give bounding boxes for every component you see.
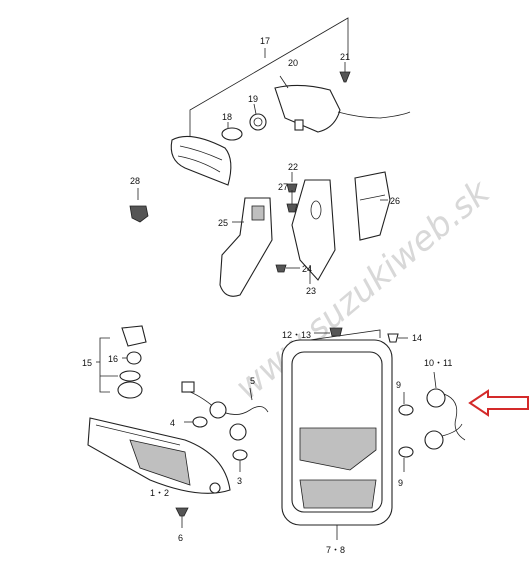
part-15-socket-cap <box>121 325 147 347</box>
part-20-socket-housing <box>274 84 341 133</box>
part-24-screw <box>275 264 287 273</box>
lamp-brackets-group: 22 27 26 25 24 23 <box>218 162 400 297</box>
part-26-bracket <box>354 171 391 241</box>
part-27-bolt <box>286 203 298 213</box>
callout-16: 16 <box>108 354 118 364</box>
callout-25: 25 <box>218 218 228 228</box>
side-lamp-lens <box>170 135 232 186</box>
callout-3: 3 <box>237 476 242 486</box>
part-4-bulb <box>192 416 208 428</box>
part-5-socket-lower <box>229 423 247 441</box>
callout-20: 20 <box>288 58 298 68</box>
callout-4: 4 <box>170 418 175 428</box>
callout-12-13: 12・13 <box>282 330 311 340</box>
part-5-connector <box>181 381 195 393</box>
part-10-11-socket-lower <box>424 430 444 450</box>
callout-24: 24 <box>302 264 312 274</box>
front-lamp-group: 15 16 5 4 3 1・2 6 <box>82 325 269 543</box>
highlight-arrow <box>468 389 529 417</box>
part-15-seal <box>119 370 141 382</box>
callout-1-2: 1・2 <box>150 488 169 498</box>
callout-6: 6 <box>178 533 183 543</box>
callout-26: 26 <box>390 196 400 206</box>
callout-27: 27 <box>278 182 288 192</box>
callout-28: 28 <box>130 176 140 186</box>
side-turn-lamp-group: 17 20 21 18 19 <box>170 17 411 186</box>
part-14-screw <box>387 333 399 343</box>
callout-22: 22 <box>288 162 298 172</box>
part-3-bulb <box>232 449 248 461</box>
part-9-bulb-upper <box>398 404 414 416</box>
callout-14: 14 <box>412 333 422 343</box>
part-21-screw <box>339 71 351 83</box>
part-12-13-nut <box>329 327 343 337</box>
part-18-bulb <box>221 127 243 141</box>
part-15-ring <box>117 381 143 399</box>
callout-21: 21 <box>340 52 350 62</box>
part-6-screw <box>175 507 189 517</box>
callout-23: 23 <box>306 286 316 296</box>
part-22-bolt <box>286 183 298 193</box>
part-5-socket-upper <box>209 401 227 419</box>
callout-17: 17 <box>260 36 270 46</box>
part-16-bulb <box>126 351 142 365</box>
callout-19: 19 <box>248 94 258 104</box>
callout-18: 18 <box>222 112 232 122</box>
part-23-bracket <box>291 179 336 281</box>
part-20-connector <box>294 119 304 131</box>
part-10-11-socket-upper <box>426 388 446 408</box>
part-25-bracket <box>219 197 273 297</box>
part-9-bulb-lower <box>398 446 414 458</box>
part-19-socket <box>249 113 267 131</box>
callout-10-11: 10・11 <box>424 358 452 368</box>
callout-7-8: 7・8 <box>326 545 345 555</box>
part-28-grommet: 28 <box>129 176 149 223</box>
callout-9-lower: 9 <box>398 478 403 488</box>
callout-15: 15 <box>82 358 92 368</box>
rear-lamp-group: 12・13 14 9 9 10・11 7・8 <box>281 327 529 555</box>
callout-5: 5 <box>250 376 255 386</box>
callout-9-upper: 9 <box>396 380 401 390</box>
